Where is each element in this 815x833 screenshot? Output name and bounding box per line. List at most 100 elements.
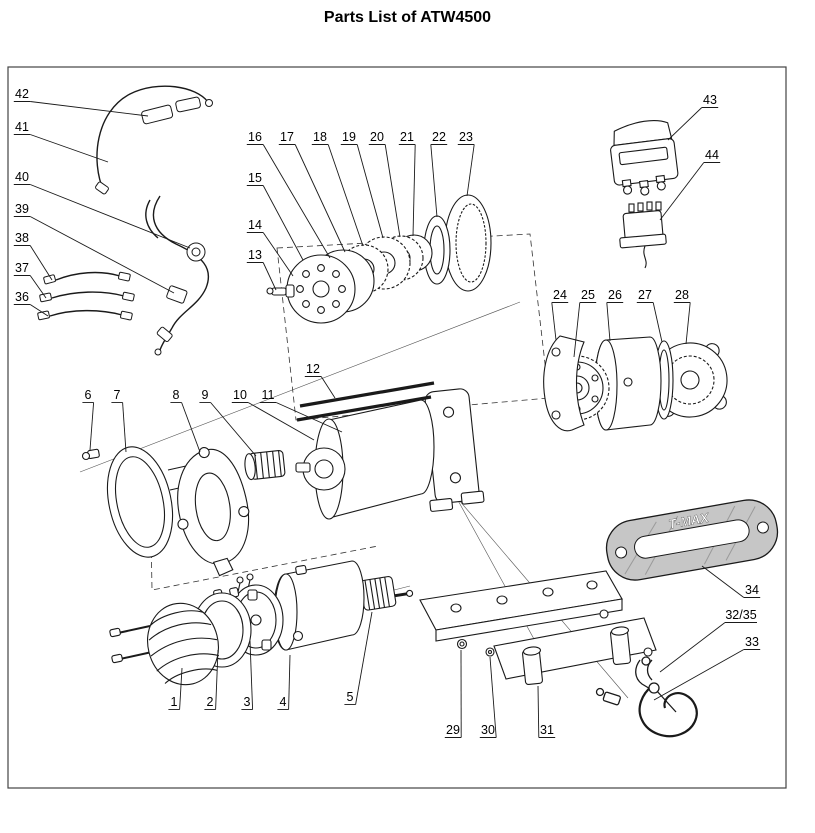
drum-assembly xyxy=(244,381,485,520)
svg-text:20: 20 xyxy=(370,130,384,144)
svg-text:30: 30 xyxy=(481,723,495,737)
svg-text:34: 34 xyxy=(745,583,759,597)
svg-text:28: 28 xyxy=(675,288,689,302)
callout-8: 8 xyxy=(170,388,201,453)
motor-assembly xyxy=(109,560,414,686)
svg-text:44: 44 xyxy=(705,148,719,162)
callout-27: 27 xyxy=(636,288,663,343)
svg-text:32/35: 32/35 xyxy=(725,608,756,622)
callout-41: 41 xyxy=(13,120,109,163)
svg-text:37: 37 xyxy=(15,261,29,275)
callout-6: 6 xyxy=(82,388,95,451)
callout-32/35: 32/35 xyxy=(659,608,757,673)
page-title: Parts List of ATW4500 xyxy=(323,9,492,26)
callout-14: 14 xyxy=(246,218,294,277)
callout-9: 9 xyxy=(199,388,257,457)
callout-20: 20 xyxy=(368,130,401,238)
callout-2: 2 xyxy=(204,649,219,710)
svg-text:10: 10 xyxy=(233,388,247,402)
svg-text:7: 7 xyxy=(114,388,121,402)
wire-harness-39-40 xyxy=(145,195,210,356)
relay xyxy=(619,201,667,269)
svg-text:18: 18 xyxy=(313,130,327,144)
svg-text:29: 29 xyxy=(446,723,460,737)
callout-18: 18 xyxy=(311,130,364,247)
gearbox-assembly xyxy=(543,335,728,432)
svg-text:4: 4 xyxy=(280,695,287,709)
svg-text:41: 41 xyxy=(15,120,29,134)
svg-text:22: 22 xyxy=(432,130,446,144)
callout-43: 43 xyxy=(667,93,719,141)
callout-3: 3 xyxy=(241,640,254,710)
callout-17: 17 xyxy=(278,130,346,253)
callout-42: 42 xyxy=(13,87,149,117)
svg-text:12: 12 xyxy=(306,362,320,376)
callout-31: 31 xyxy=(537,685,556,738)
svg-text:19: 19 xyxy=(342,130,356,144)
svg-text:2: 2 xyxy=(207,695,214,709)
callout-39: 39 xyxy=(13,202,175,294)
callout-4: 4 xyxy=(277,654,291,710)
svg-text:31: 31 xyxy=(540,723,554,737)
callout-11: 11 xyxy=(259,388,343,433)
callout-29: 29 xyxy=(444,649,462,738)
svg-text:15: 15 xyxy=(248,171,262,185)
control-box xyxy=(610,120,679,196)
svg-text:42: 42 xyxy=(15,87,29,101)
callout-28: 28 xyxy=(673,288,691,345)
svg-text:21: 21 xyxy=(400,130,414,144)
svg-text:36: 36 xyxy=(15,290,29,304)
hook-assembly xyxy=(595,656,698,738)
callout-33: 33 xyxy=(653,635,761,701)
callout-15: 15 xyxy=(246,171,304,261)
callout-26: 26 xyxy=(606,288,624,342)
end-housing-assembly xyxy=(81,446,250,577)
svg-text:5: 5 xyxy=(347,690,354,704)
svg-text:3: 3 xyxy=(244,695,251,709)
callout-44: 44 xyxy=(659,148,721,221)
callout-38: 38 xyxy=(13,231,53,281)
callout-5: 5 xyxy=(344,611,373,705)
svg-text:38: 38 xyxy=(15,231,29,245)
callout-7: 7 xyxy=(111,388,127,453)
callout-22: 22 xyxy=(430,130,448,218)
svg-text:40: 40 xyxy=(15,170,29,184)
svg-text:1: 1 xyxy=(171,695,178,709)
callout-12: 12 xyxy=(304,362,336,399)
svg-text:43: 43 xyxy=(703,93,717,107)
callout-21: 21 xyxy=(398,130,416,237)
callout-23: 23 xyxy=(457,130,475,197)
svg-text:39: 39 xyxy=(15,202,29,216)
gear-brake-stack xyxy=(266,194,492,324)
callout-36: 36 xyxy=(13,290,49,317)
callout-13: 13 xyxy=(246,248,277,291)
svg-text:33: 33 xyxy=(745,635,759,649)
callout-16: 16 xyxy=(246,130,331,259)
callout-37: 37 xyxy=(13,261,47,299)
dashed-reference-boxes xyxy=(149,233,550,591)
svg-text:8: 8 xyxy=(173,388,180,402)
callout-10: 10 xyxy=(231,388,315,441)
svg-text:14: 14 xyxy=(248,218,262,232)
svg-text:11: 11 xyxy=(262,388,275,402)
callout-40: 40 xyxy=(13,170,191,249)
svg-text:27: 27 xyxy=(638,288,652,302)
callout-34: 34 xyxy=(701,565,761,598)
callout-24: 24 xyxy=(551,288,569,341)
svg-text:17: 17 xyxy=(280,130,294,144)
callout-25: 25 xyxy=(573,288,597,358)
callout-1: 1 xyxy=(168,667,183,710)
svg-text:6: 6 xyxy=(85,388,92,402)
svg-text:26: 26 xyxy=(608,288,622,302)
mounting-plate-assembly xyxy=(419,570,657,685)
svg-text:24: 24 xyxy=(553,288,567,302)
callout-19: 19 xyxy=(340,130,384,239)
svg-text:23: 23 xyxy=(459,130,473,144)
svg-text:13: 13 xyxy=(248,248,262,262)
svg-text:16: 16 xyxy=(248,130,262,144)
power-cable-41-42 xyxy=(95,85,213,195)
fairlead: T-MAX xyxy=(605,499,779,581)
